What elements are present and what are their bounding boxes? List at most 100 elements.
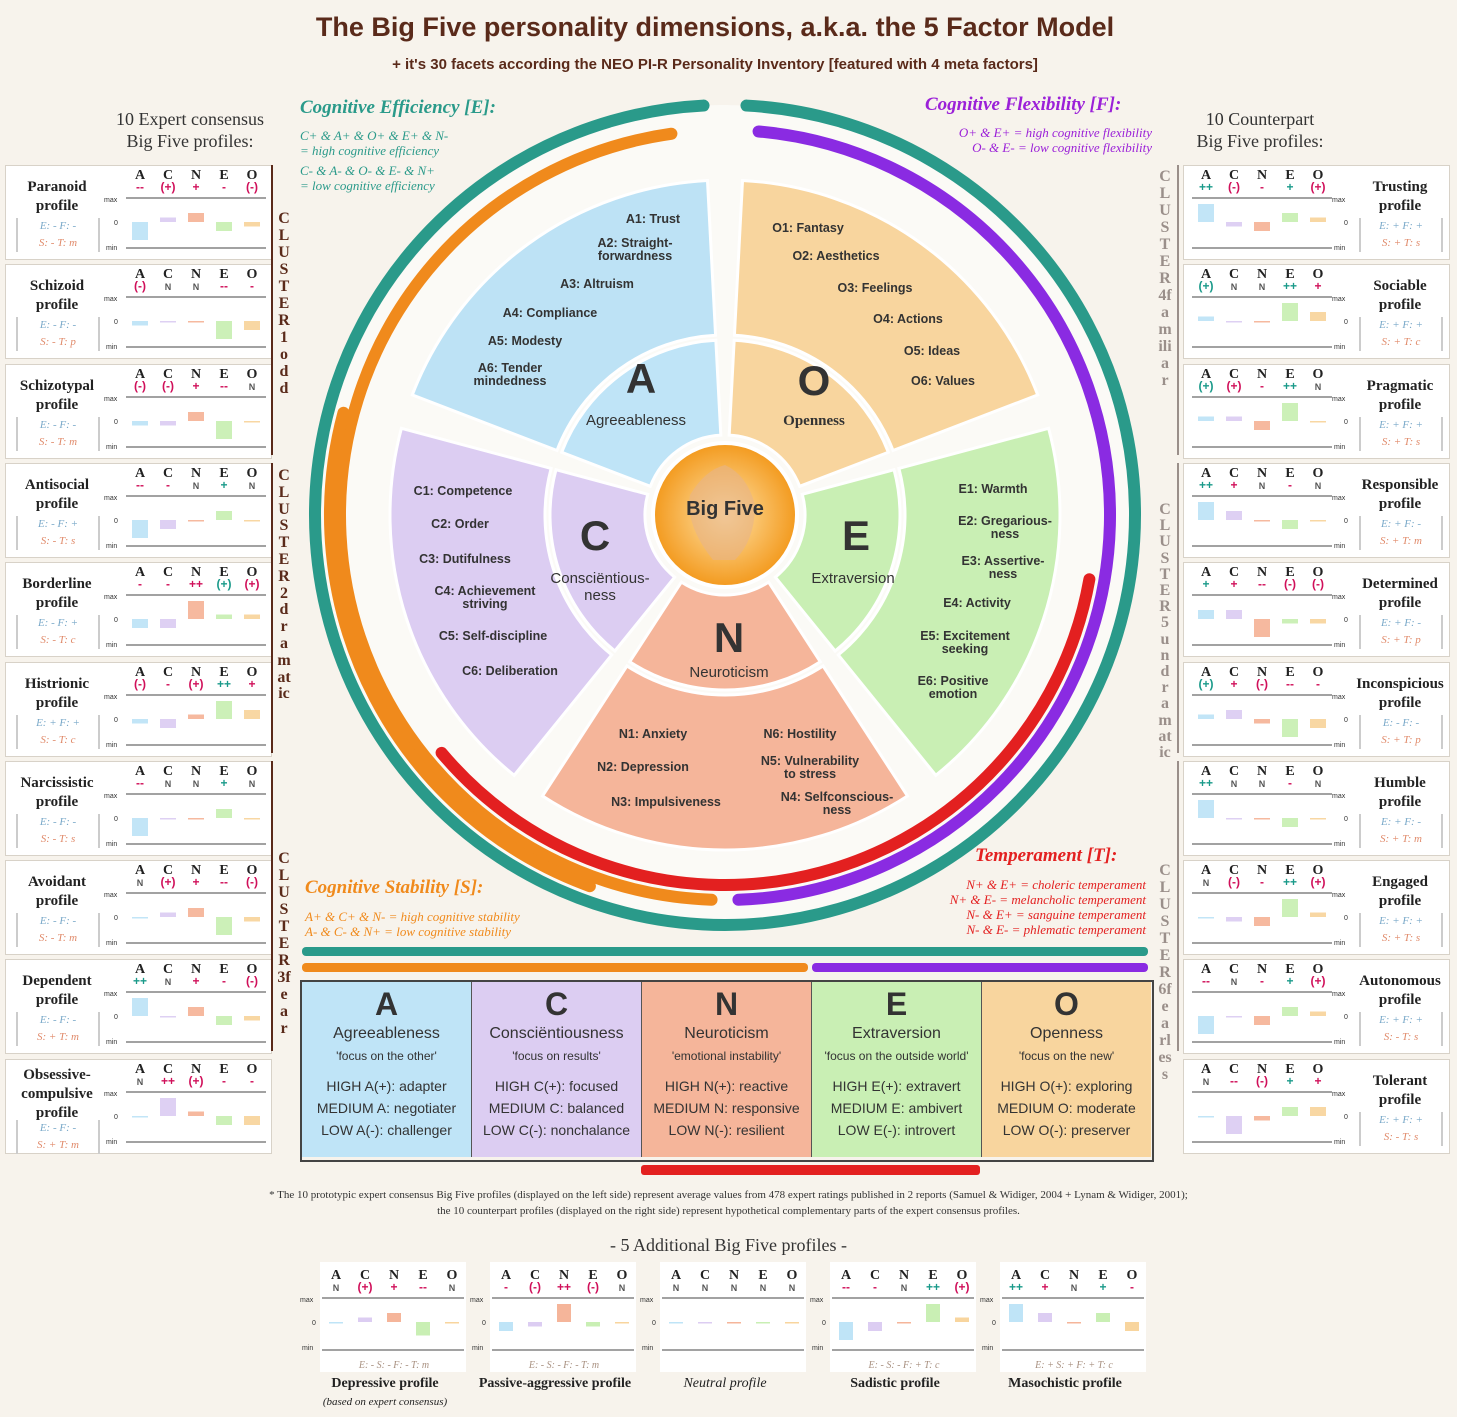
column-letter: E	[588, 1268, 597, 1283]
axis-zero-label: 0	[114, 319, 118, 326]
meta-t-lines: N+ & E+ = choleric temperament N+ & E- =…	[890, 877, 1146, 937]
meta-factor-line: E: - F: +	[37, 617, 79, 630]
profile-bar-O	[1310, 217, 1326, 222]
dimension-letter-A: A	[626, 355, 656, 402]
profile-bar-E	[1096, 1313, 1110, 1322]
dimension-name-C: Consciëntious-	[550, 570, 649, 587]
column-letter: N	[389, 1268, 399, 1283]
trait-sign: -	[222, 180, 226, 194]
profile-name-line: Avoidant	[27, 874, 87, 891]
axis-zero-label: 0	[822, 1320, 826, 1327]
meta-e-line: = high cognitive efficiency	[300, 143, 440, 158]
profile-name-line: Paranoid	[27, 179, 87, 195]
trait-sign: N	[193, 779, 200, 789]
column-letter: O	[247, 168, 258, 183]
meta-t-line: N- & E- = phlematic temperament	[966, 922, 1146, 937]
profile-bar-A	[839, 1322, 853, 1340]
facet-label-E: E2: Gregarious-	[958, 514, 1052, 528]
column-letter: C	[163, 764, 173, 779]
column-letter: N	[191, 863, 201, 878]
column-letter: N	[1257, 168, 1267, 183]
meta-factor-line: E: - F: -	[39, 319, 77, 332]
profile-bar-N	[188, 213, 204, 222]
cluster-rule	[271, 165, 273, 455]
trait-sign: N	[1231, 282, 1238, 292]
column-letter: E	[928, 1268, 937, 1283]
table-level-med: MEDIUM N: responsive	[653, 1100, 800, 1116]
trait-sign: --	[136, 478, 144, 492]
profile-name-line: Engaged	[1372, 874, 1428, 891]
profile-bar-N	[188, 1111, 204, 1116]
column-letter: N	[191, 168, 201, 183]
trait-sign: N	[901, 1283, 908, 1293]
column-letter: E	[219, 764, 228, 779]
trait-sign: +	[220, 776, 227, 790]
axis-max-label: max	[470, 1297, 484, 1304]
trait-sign: N	[1315, 779, 1322, 789]
profile-bar-C	[698, 1322, 712, 1324]
profile-bar-C	[160, 718, 176, 728]
profile-name-line: profile	[35, 198, 79, 214]
profile-bar-C	[160, 519, 176, 529]
column-letter: O	[247, 565, 258, 580]
profile-name-line: profile	[1378, 893, 1422, 910]
profile-bar-A	[1198, 917, 1214, 919]
cluster-rule	[1177, 165, 1179, 455]
meta-factor-line: S: + T: m	[37, 1138, 79, 1151]
trait-sign: -	[1260, 379, 1264, 393]
axis-min-label: min	[472, 1345, 483, 1352]
profile-bar-E	[216, 222, 232, 231]
chart-bg	[830, 1262, 976, 1372]
cluster-label-left: CLUSTER2dramatic	[277, 467, 291, 703]
axis-min-label: min	[106, 742, 117, 749]
profile-bar-O	[1310, 817, 1326, 820]
meta-factor-summary: E: - F: -S: - T: m	[16, 218, 100, 252]
column-letter: N	[1257, 764, 1267, 779]
column-letter: O	[1313, 764, 1324, 779]
profile-name-line: Antisocial	[24, 476, 90, 493]
meta-factor-summary: E: + F: +S: + T: c	[1359, 317, 1443, 352]
dimension-name-C: ness	[584, 587, 616, 604]
profile-bar-O	[1310, 420, 1326, 423]
profile-bar-O	[785, 1322, 799, 1324]
big-five-table	[300, 980, 1154, 1162]
profile-bar-A	[132, 321, 148, 326]
axis-max-label: max	[1332, 396, 1346, 403]
facet-sector-A	[410, 178, 718, 453]
column-letter: E	[1098, 1268, 1107, 1283]
profile-bar-O	[244, 420, 260, 423]
trait-sign: (-)	[1256, 1074, 1268, 1088]
axis-max-label: max	[1332, 892, 1346, 899]
column-letter: A	[1201, 168, 1212, 183]
meta-f-line: O+ & E+ = high cognitive flexibility	[958, 125, 1152, 140]
profile-name-line: profile	[35, 297, 79, 314]
facet-label-O: O6: Values	[911, 374, 975, 388]
meta-factor-line: S: - T: s	[1383, 1031, 1419, 1044]
profile-bar-E	[1282, 899, 1298, 918]
meta-factor-summary: E: - S: - F: - T: m	[358, 1360, 429, 1371]
column-letter: A	[135, 565, 146, 580]
trait-sign: (-)	[246, 180, 258, 194]
axis-min-label: min	[106, 1139, 117, 1146]
trait-sign: ++	[1283, 279, 1297, 293]
profile-bar-C	[160, 1016, 176, 1018]
profile-bar-O	[445, 1322, 459, 1324]
profile-bar-E	[1282, 402, 1298, 421]
table-dimension-name: Extraversion	[852, 1025, 941, 1042]
